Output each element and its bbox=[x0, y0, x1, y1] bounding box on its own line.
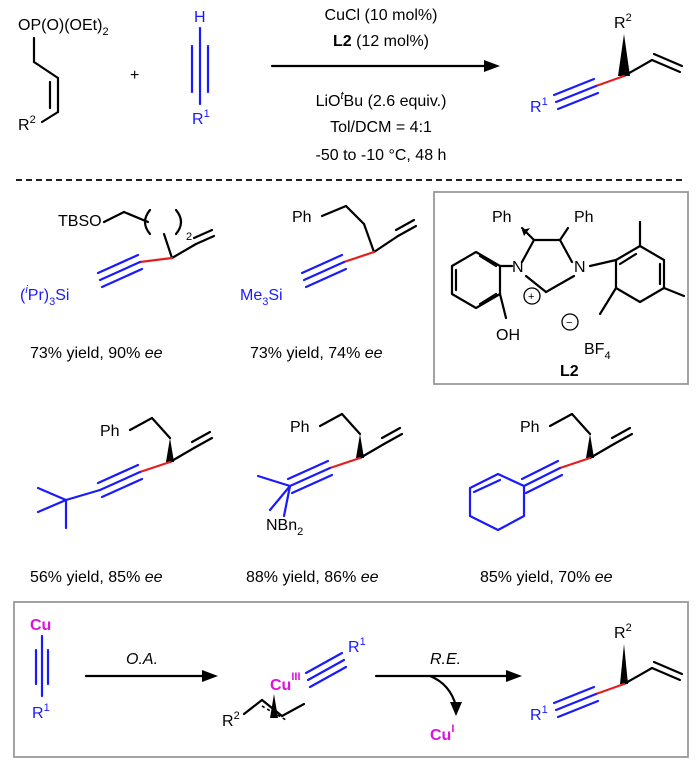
cu-acetylide-r1: R1 bbox=[32, 702, 50, 722]
tips-group: (iPr)3Si bbox=[20, 284, 69, 308]
ligand-l2-structure: Ph Ph N N + OH − BF4 L2 bbox=[450, 209, 686, 380]
ligand-n-left: N bbox=[512, 259, 524, 276]
ligand-oh: OH bbox=[496, 327, 520, 344]
tms-group: Me3Si bbox=[240, 287, 283, 308]
example-1-yield: 73% yield, 90% ee bbox=[30, 345, 163, 362]
cu-iii-label: CuIII bbox=[270, 671, 301, 694]
alkyne-h: H bbox=[194, 9, 206, 26]
example-1: TBSO 2 (iPr)3Si 73% yield, 90% ee bbox=[20, 208, 216, 362]
mechanism-box bbox=[13, 601, 689, 758]
ph-label: Ph bbox=[520, 419, 540, 436]
cu-iii-r1: R1 bbox=[348, 636, 366, 656]
mechanism: Cu R1 O.A. CuIII R1 R2 R.E. CuI R2 bbox=[30, 617, 684, 744]
tbso-label: TBSO bbox=[58, 213, 102, 230]
cu-i-label: CuI bbox=[430, 723, 454, 744]
ligand-minus: − bbox=[566, 317, 572, 329]
example-2: Ph Me3Si 73% yield, 74% ee bbox=[240, 204, 418, 362]
allylic-phosphate: OP(O)(OEt)2 R2 bbox=[18, 17, 109, 134]
condition-temperature: -50 to -10 °C, 48 h bbox=[316, 147, 447, 164]
condition-ligand: L2 (12 mol%) bbox=[333, 33, 429, 50]
product-r1: R1 bbox=[530, 96, 548, 116]
ph-label: Ph bbox=[292, 209, 312, 226]
condition-solvent: Tol/DCM = 4:1 bbox=[330, 119, 432, 136]
ligand-ph-right: Ph bbox=[574, 209, 594, 226]
example-3: Ph 56% yield, 85% ee bbox=[30, 416, 214, 586]
reaction-conditions: CuCl (10 mol%) L2 (12 mol%) LiOtBu (2.6 … bbox=[270, 7, 500, 164]
reductive-elimination-label: R.E. bbox=[430, 651, 461, 668]
nbn2-label: NBn2 bbox=[266, 517, 303, 538]
ligand-n-right: N bbox=[574, 259, 586, 276]
ligand-plus: + bbox=[528, 291, 534, 303]
allyl-r2: R2 bbox=[222, 710, 240, 730]
terminal-alkyne: H R1 bbox=[190, 9, 210, 128]
condition-base: LiOtBu (2.6 equiv.) bbox=[316, 90, 447, 110]
ligand-bf4: BF4 bbox=[584, 341, 611, 362]
phosphate-label: OP(O)(OEt)2 bbox=[18, 17, 109, 38]
product: R2 R1 bbox=[530, 12, 684, 116]
ligand-box bbox=[433, 191, 689, 385]
example-4: Ph NBn2 88% yield, 86% ee bbox=[246, 412, 404, 586]
r2-label: R2 bbox=[18, 114, 36, 134]
ph-label: Ph bbox=[100, 423, 120, 440]
example-5-yield: 85% yield, 70% ee bbox=[480, 569, 613, 586]
example-4-yield: 88% yield, 86% ee bbox=[246, 569, 379, 586]
repeat-subscript: 2 bbox=[186, 231, 192, 243]
mech-product-r2: R2 bbox=[614, 622, 632, 642]
example-3-yield: 56% yield, 85% ee bbox=[30, 569, 163, 586]
oxidative-addition-label: O.A. bbox=[126, 651, 158, 668]
ligand-ph-left: Ph bbox=[492, 209, 512, 226]
mech-product-r1: R1 bbox=[530, 704, 548, 724]
condition-catalyst: CuCl (10 mol%) bbox=[325, 7, 438, 24]
product-r2: R2 bbox=[614, 12, 632, 32]
cu-acetylide-label: Cu bbox=[30, 617, 51, 634]
ligand-name: L2 bbox=[560, 363, 579, 380]
plus-sign: + bbox=[130, 67, 139, 84]
example-5: Ph 85% yield, 70% ee bbox=[468, 412, 634, 586]
alkyne-r1: R1 bbox=[192, 108, 210, 128]
ph-label: Ph bbox=[290, 419, 310, 436]
example-2-yield: 73% yield, 74% ee bbox=[250, 345, 383, 362]
